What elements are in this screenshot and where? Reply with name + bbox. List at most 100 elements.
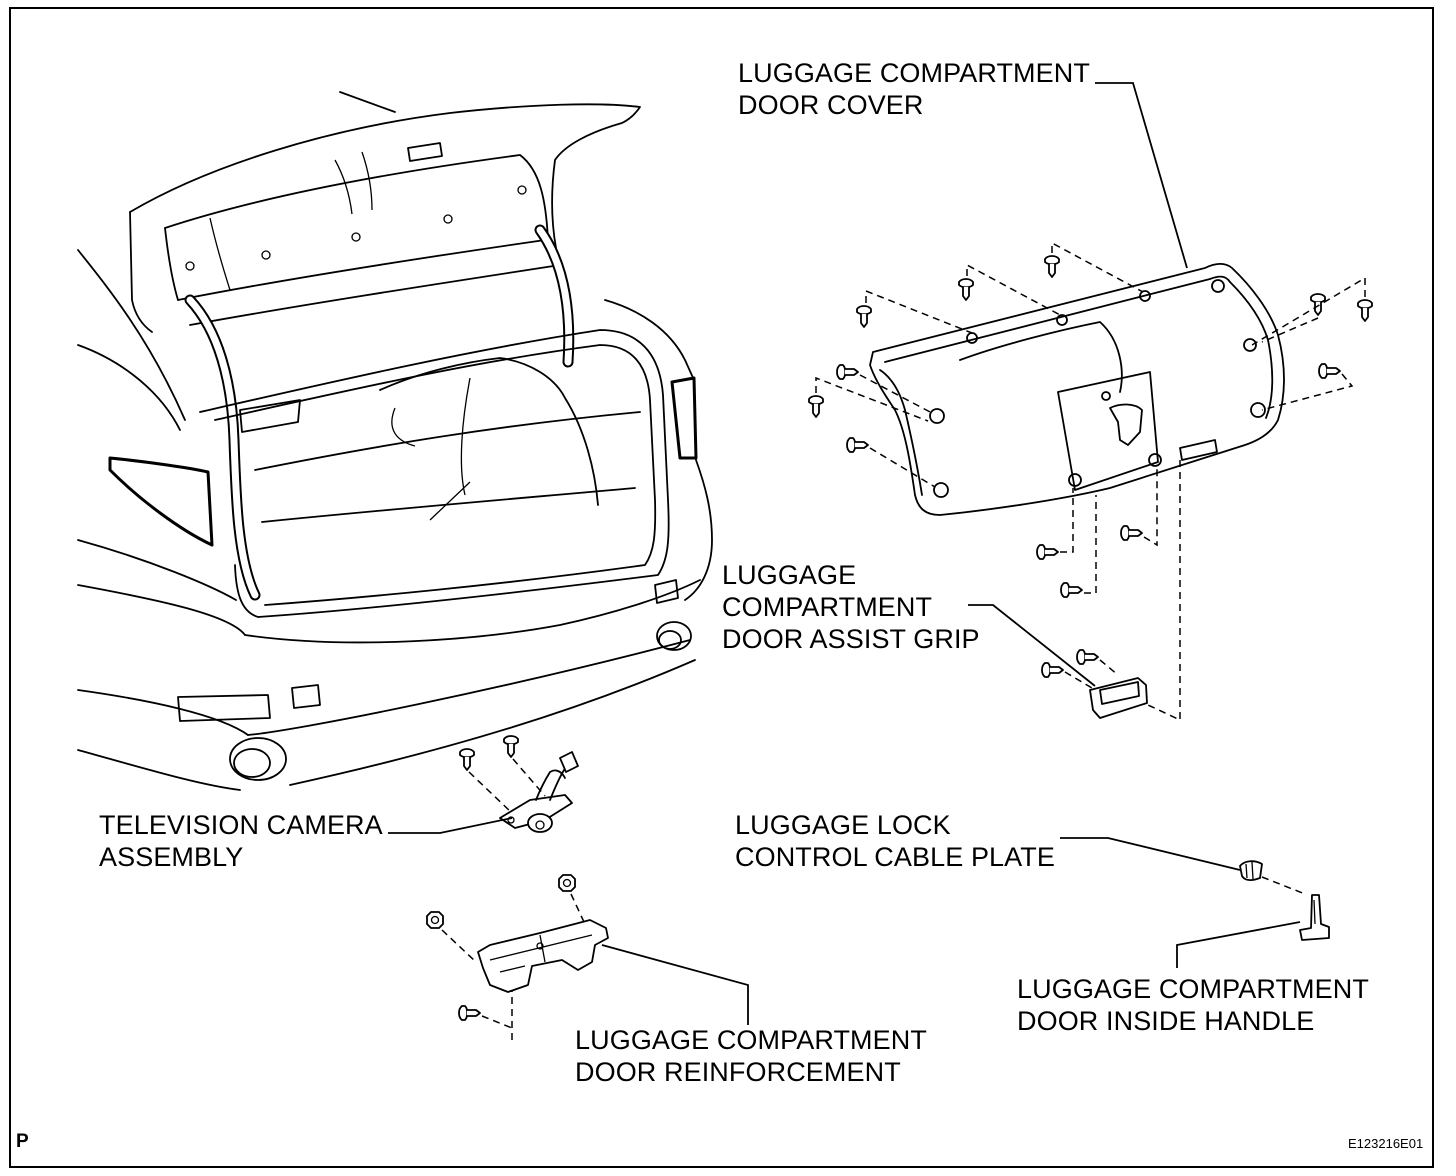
install-line — [859, 374, 933, 414]
camera-cable — [549, 769, 565, 801]
install-line — [1143, 468, 1158, 547]
trunk-floor-front-edge — [254, 411, 641, 471]
television-camera-assembly — [459, 735, 579, 833]
door-reinforcement — [426, 874, 609, 1040]
install-line — [1261, 317, 1319, 343]
clip — [1044, 255, 1060, 278]
trunk-lid-stamp-line — [209, 151, 373, 291]
clip — [958, 278, 974, 301]
camera-bracket — [499, 794, 573, 829]
label-camera: TELEVISION CAMERA ASSEMBLY — [99, 809, 383, 873]
door-cover-flange — [879, 369, 923, 496]
body-left-line — [77, 539, 237, 601]
door-cover-clip-hole — [929, 408, 945, 424]
left-tail-light — [108, 456, 214, 547]
trunk-lid-inner-frame — [164, 154, 549, 241]
trunk-floor-cover — [379, 357, 599, 506]
door-assist-grip — [1041, 460, 1181, 722]
door-cover-grip-slot — [1179, 439, 1218, 461]
trunk-lid-outer-edge — [129, 103, 641, 249]
door-cover-clip-hole — [1250, 402, 1266, 418]
cable-plate-detail — [1245, 861, 1254, 880]
clip — [808, 395, 824, 418]
camera-body — [527, 813, 553, 833]
door-inside-handle — [1299, 894, 1330, 941]
clip — [836, 364, 859, 380]
assist-grip-screw — [1076, 649, 1099, 665]
body-right-line — [604, 299, 713, 601]
install-line — [1084, 495, 1097, 594]
vehicle-rear-view — [77, 91, 713, 791]
bumper-reflector — [177, 694, 271, 722]
door-cover-panel — [869, 262, 1285, 516]
label-line: CONTROL CABLE PLATE — [735, 842, 1055, 872]
label-assist-grip: LUGGAGE COMPARTMENT DOOR ASSIST GRIP — [722, 559, 980, 655]
trunk-hinges — [184, 224, 575, 601]
trunk-floor-fold — [391, 377, 471, 521]
reinforcement-nut — [426, 911, 444, 929]
trunk-floor-rear-edge — [261, 487, 636, 523]
camera-lens — [535, 820, 545, 830]
door-cover-inner-lip — [884, 275, 1274, 419]
door-cover-clip-hole — [933, 482, 949, 498]
trunk-lid-hole — [443, 214, 453, 224]
door-cover-outline — [869, 262, 1285, 516]
install-line — [1099, 659, 1119, 676]
clip — [1357, 299, 1373, 322]
bumper-reflector — [291, 684, 321, 709]
figure-code: E123216E01 — [1348, 1136, 1424, 1151]
trunk-lid-open — [129, 103, 641, 333]
label-door-cover: LUGGAGE COMPARTMENT DOOR COVER — [738, 57, 1090, 121]
door-cover-handle-pocket — [1109, 403, 1143, 446]
clip — [1036, 544, 1059, 560]
install-line — [966, 263, 1063, 317]
leader-lock-plate — [1060, 837, 1241, 871]
install-line — [1060, 488, 1074, 553]
leader-camera — [388, 817, 513, 834]
corner-mark: P — [16, 1131, 29, 1152]
trunk-lid-inner-left — [164, 227, 179, 301]
label-line: DOOR INSIDE HANDLE — [1017, 1006, 1315, 1036]
door-cover-raised-area — [959, 321, 1123, 393]
exhaust-tip-outer — [656, 621, 692, 651]
leader-reinforcement — [601, 944, 749, 1025]
clip — [1310, 293, 1326, 316]
door-cover-clip-hole — [1056, 314, 1068, 326]
bumper-bottom-edge — [289, 659, 696, 786]
label-reinforcement: LUGGAGE COMPARTMENT DOOR REINFORCEMENT — [575, 1024, 927, 1088]
assist-grip-body — [1089, 677, 1148, 719]
camera-bracket-hole — [507, 816, 515, 824]
label-line: DOOR REINFORCEMENT — [575, 1057, 901, 1087]
body-left-line — [77, 344, 181, 431]
trunk-lid-hole — [351, 232, 361, 242]
door-cover-clip-hole — [1101, 391, 1111, 401]
camera-connector — [559, 751, 579, 773]
trunk-lid-hole — [517, 185, 527, 195]
install-line — [570, 893, 585, 923]
label-line: LUGGAGE COMPARTMENT — [738, 58, 1090, 88]
reinforcement-bolt — [458, 1005, 481, 1021]
label-line: LUGGAGE LOCK — [735, 810, 951, 840]
trunk-opening — [199, 329, 670, 618]
diagram-frame — [9, 7, 1434, 1168]
install-line — [1261, 373, 1354, 411]
exhaust-tip-inner — [658, 630, 682, 650]
label-line: DOOR COVER — [738, 90, 924, 120]
door-cover-clip-hole — [1211, 279, 1225, 293]
leader-assist-grip — [968, 604, 1096, 687]
leader-door-cover — [1095, 82, 1188, 269]
clip — [856, 305, 872, 328]
install-line — [1251, 276, 1366, 346]
trunk-opening-inner-rim — [214, 344, 657, 606]
label-inside-handle: LUGGAGE COMPARTMENT DOOR INSIDE HANDLE — [1017, 973, 1369, 1037]
left-hinge-fill — [186, 296, 259, 599]
leader-inside-handle — [1176, 921, 1301, 968]
label-lock-plate: LUGGAGE LOCK CONTROL CABLE PLATE — [735, 809, 1055, 873]
install-line — [481, 1015, 513, 1029]
trunk-lid-inner-bottom — [177, 239, 546, 301]
vehicle-body-right — [604, 299, 713, 601]
assist-grip-screw — [1041, 662, 1064, 678]
camera-bolt — [503, 735, 519, 758]
trunk-interior-lamp — [239, 399, 301, 433]
